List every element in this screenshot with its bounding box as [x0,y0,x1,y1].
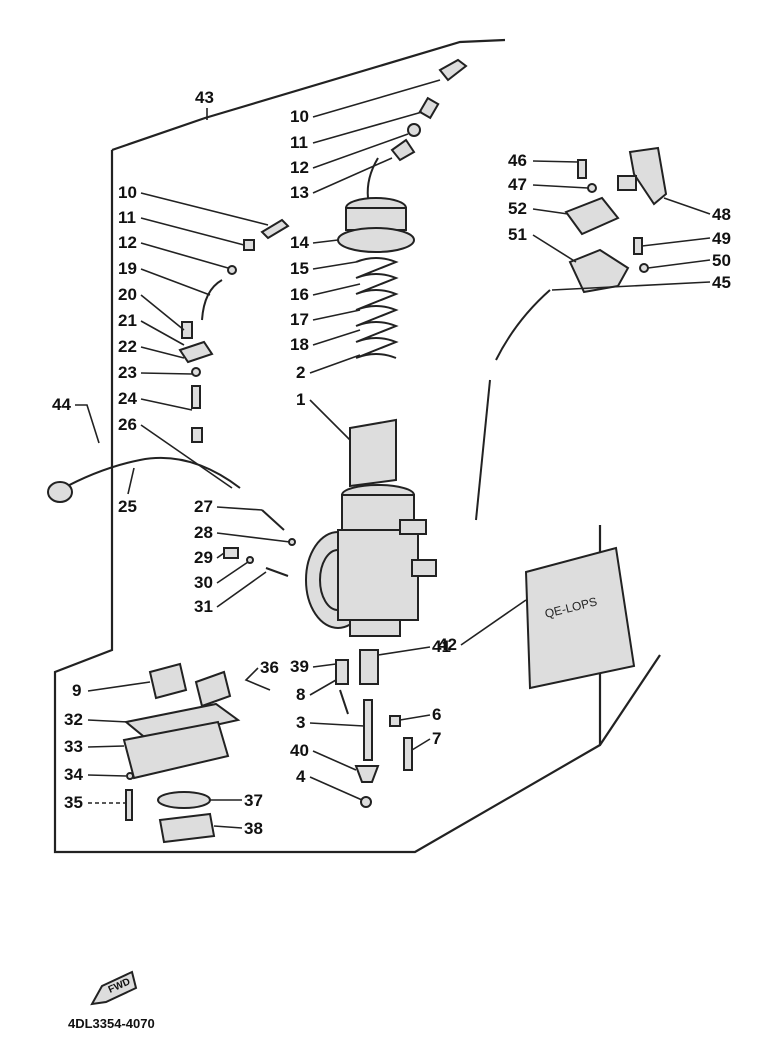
label-32: 32 [64,710,83,729]
label-45: 45 [712,273,731,292]
label-48: 48 [712,205,731,224]
label-7: 7 [432,729,441,748]
carburetor-body [305,484,437,637]
label-4: 4 [296,767,306,786]
label-12-top: 12 [290,158,309,177]
label-28: 28 [194,523,213,542]
label-38: 38 [244,819,263,838]
jet-parts [335,649,413,808]
label-13-top: 13 [290,183,309,202]
label-17: 17 [290,310,309,329]
label-30: 30 [194,573,213,592]
label-21: 21 [118,311,137,330]
label-31: 31 [194,597,213,616]
label-2: 2 [296,363,305,382]
top-cable-fittings [390,58,468,162]
label-34: 34 [64,765,83,784]
diagram-code: 4DL3354-4070 [68,1016,155,1031]
label-3: 3 [296,713,305,732]
label-10-left: 10 [118,183,137,202]
label-46: 46 [508,151,527,170]
part-12-top [407,123,421,137]
label-1: 1 [296,390,305,409]
label-36: 36 [260,658,279,677]
label-19: 19 [118,259,137,278]
label-52: 52 [508,199,527,218]
part-11-top [418,96,440,120]
part-13-top [390,138,416,162]
throttle-sensor-assembly [475,146,668,521]
label-14: 14 [290,233,309,252]
part-10-top [438,58,468,82]
label-8: 8 [296,685,305,704]
part-42-decal: QE-LOPS [524,546,636,690]
label-47: 47 [508,175,527,194]
left-cable-parts [178,218,290,443]
label-44: 44 [52,395,71,414]
label-22: 22 [118,337,137,356]
label-20: 20 [118,285,137,304]
label-9: 9 [72,681,81,700]
idle-screw-parts [223,509,296,577]
label-11-left: 11 [118,208,136,227]
label-25: 25 [118,497,137,516]
carb-top-cap [337,157,415,253]
label-26: 26 [118,415,137,434]
label-24: 24 [118,389,137,408]
float-bowl-assembly [122,662,241,844]
label-16: 16 [290,285,309,304]
label-29: 29 [194,548,213,567]
label-33: 33 [64,737,83,756]
label-39: 39 [290,657,309,676]
label-10-top: 10 [290,107,309,126]
label-15: 15 [290,259,309,278]
throttle-spring [355,257,399,359]
label-49: 49 [712,229,731,248]
part-25-hose [59,456,241,491]
label-11-top: 11 [290,133,308,152]
label-6: 6 [432,705,441,724]
label-40: 40 [290,741,309,760]
label-37: 37 [244,791,263,810]
fwd-arrow-icon: FWD [90,970,138,1006]
label-51: 51 [508,225,527,244]
label-27: 27 [194,497,213,516]
label-41: 41 [432,637,451,656]
label-12-left: 12 [118,233,137,252]
label-18: 18 [290,335,309,354]
label-42: 42 [438,635,457,654]
label-23: 23 [118,363,137,382]
label-35: 35 [64,793,83,812]
label-43: 43 [195,88,214,107]
throttle-slide [349,418,397,488]
label-50: 50 [712,251,731,270]
